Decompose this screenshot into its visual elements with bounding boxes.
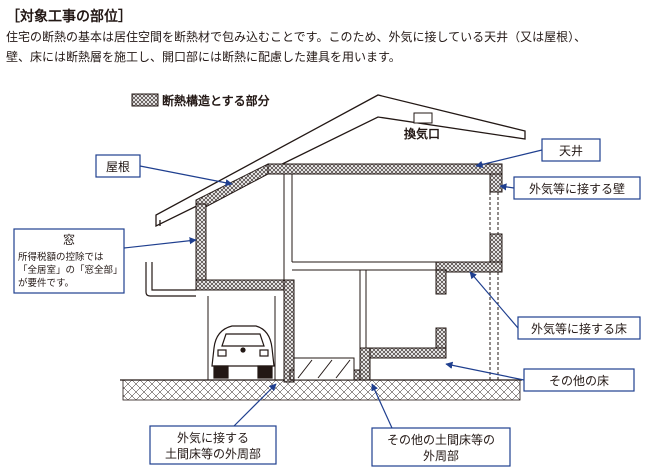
insulation-layer [195, 163, 503, 383]
drain-pipe [145, 262, 196, 297]
label-earth-other-1: その他の土間床等の [387, 433, 495, 447]
label-box-ext-wall [513, 176, 641, 200]
label-box-other-floor [523, 368, 635, 392]
roof-outline [155, 94, 526, 228]
vent-label: 換気口 [404, 126, 440, 141]
label-box-ceiling [541, 138, 601, 162]
label-window-note-3: が要件です。 [18, 277, 74, 289]
label-ext-floor: 外気等に接する床 [531, 321, 627, 336]
label-earth-ext-1: 外気に接する [177, 430, 249, 445]
intro-text: 住宅の断熱の基本は居住空間を断熱材で包み込むことです。このため、外気に接している… [6, 27, 586, 67]
section-title: ［対象工事の部位］ [6, 9, 132, 25]
label-box-earth-ext [149, 425, 277, 465]
car-icon [211, 325, 275, 379]
vent-icon [413, 112, 433, 124]
legend-swatch [131, 93, 159, 107]
label-roof: 屋根 [106, 160, 130, 174]
label-window-note-1: 所得税額の控除では [18, 251, 104, 263]
intro-line-1: 住宅の断熱の基本は居住空間を断熱材で包み込むことです。このため、外気に接している… [6, 30, 587, 44]
label-ext-wall: 外気等に接する壁 [529, 181, 625, 196]
label-ceiling: 天井 [559, 144, 583, 158]
legend-label: 断熱構造とする部分 [162, 93, 270, 108]
label-box-window [13, 228, 125, 294]
label-box-roof [95, 154, 141, 178]
leader-lines [123, 149, 543, 429]
label-window-title: 窓 [63, 232, 75, 247]
label-boxes [13, 138, 641, 467]
label-earth-other-2: 外周部 [423, 448, 459, 463]
label-box-earth-other [371, 427, 511, 467]
label-earth-ext-2: 土間床等の外周部 [165, 446, 261, 461]
garage-glass [293, 357, 355, 381]
label-window-note-2: 「全居室」の「窓全部」 [18, 264, 123, 276]
label-other-floor: その他の床 [549, 374, 609, 388]
label-box-ext-floor [517, 316, 641, 340]
ground [122, 379, 521, 401]
intro-line-2: 壁、床には断熱層を施工し、開口部には断熱に配慮した建具を用います。 [6, 50, 401, 64]
